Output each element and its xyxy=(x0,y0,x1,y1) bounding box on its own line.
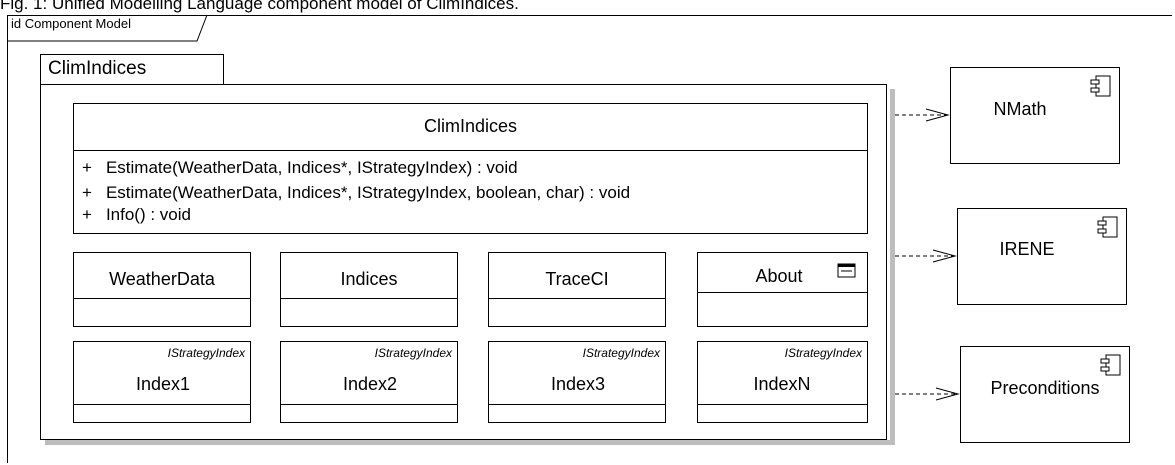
part-name: Indices xyxy=(340,269,398,289)
part-stereotype: IStrategyIndex xyxy=(784,346,862,360)
part-divider xyxy=(488,298,666,299)
strategy-part-index2 xyxy=(280,341,458,423)
frame-label: id Component Model xyxy=(11,16,131,31)
part-stereotype: IStrategyIndex xyxy=(582,346,660,360)
main-class-name: ClimIndices xyxy=(423,116,518,136)
package-shadow-bottom xyxy=(45,440,895,445)
part-indices xyxy=(280,252,458,327)
component-icon xyxy=(1100,354,1121,376)
part-divider xyxy=(73,298,251,299)
operation-visibility: + xyxy=(82,205,92,224)
component-icon xyxy=(1090,75,1111,97)
part-divider xyxy=(280,404,458,405)
operation-signature: Estimate(WeatherData, Indices*, IStrateg… xyxy=(105,158,518,177)
part-traceci xyxy=(488,252,666,327)
operation-visibility: + xyxy=(82,183,92,202)
part-stereotype: IStrategyIndex xyxy=(374,346,452,360)
strategy-part-index1 xyxy=(73,341,251,423)
part-name: Index3 xyxy=(550,374,606,394)
dependency-arrow-nmath xyxy=(895,108,950,122)
dependency-arrow-preconditions xyxy=(895,387,960,401)
main-class-box xyxy=(73,103,868,234)
component-name: NMath xyxy=(993,99,1047,119)
component-name: Preconditions xyxy=(990,378,1100,398)
operation-1: + Estimate(WeatherData, Indices*, IStrate… xyxy=(82,158,518,178)
part-divider xyxy=(73,404,251,405)
part-name: TraceCI xyxy=(545,269,609,289)
part-name: WeatherData xyxy=(109,269,215,289)
part-divider xyxy=(697,292,868,293)
diagram-frame xyxy=(7,15,1172,463)
package-name: ClimIndices xyxy=(48,58,147,79)
part-divider xyxy=(697,404,868,405)
part-name: IndexN xyxy=(753,374,811,394)
part-divider xyxy=(488,404,666,405)
dependency-arrow-irene xyxy=(895,249,957,263)
class-divider xyxy=(73,150,868,151)
package-tab xyxy=(40,54,224,85)
part-stereotype: IStrategyIndex xyxy=(167,346,245,360)
operation-signature: Info() : void xyxy=(105,205,191,224)
strategy-part-indexn xyxy=(697,341,868,423)
component-icon xyxy=(1097,216,1118,238)
part-name: Index2 xyxy=(342,374,398,394)
strategy-part-index3 xyxy=(488,341,666,423)
operation-visibility: + xyxy=(82,158,92,177)
component-name: IRENE xyxy=(999,239,1055,259)
part-name: Index1 xyxy=(135,374,191,394)
operation-signature: Estimate(WeatherData, Indices*, IStrateg… xyxy=(105,183,631,202)
part-name: About xyxy=(755,266,803,286)
operation-2: + Estimate(WeatherData, Indices*, IStrate… xyxy=(82,183,630,203)
operation-3: + Info() : void xyxy=(82,205,191,225)
package-shadow-right xyxy=(890,89,895,444)
figure-caption: Fig. 1: Unified Modelling Language compo… xyxy=(0,0,519,13)
part-divider xyxy=(280,298,458,299)
part-weatherdata xyxy=(73,252,251,327)
